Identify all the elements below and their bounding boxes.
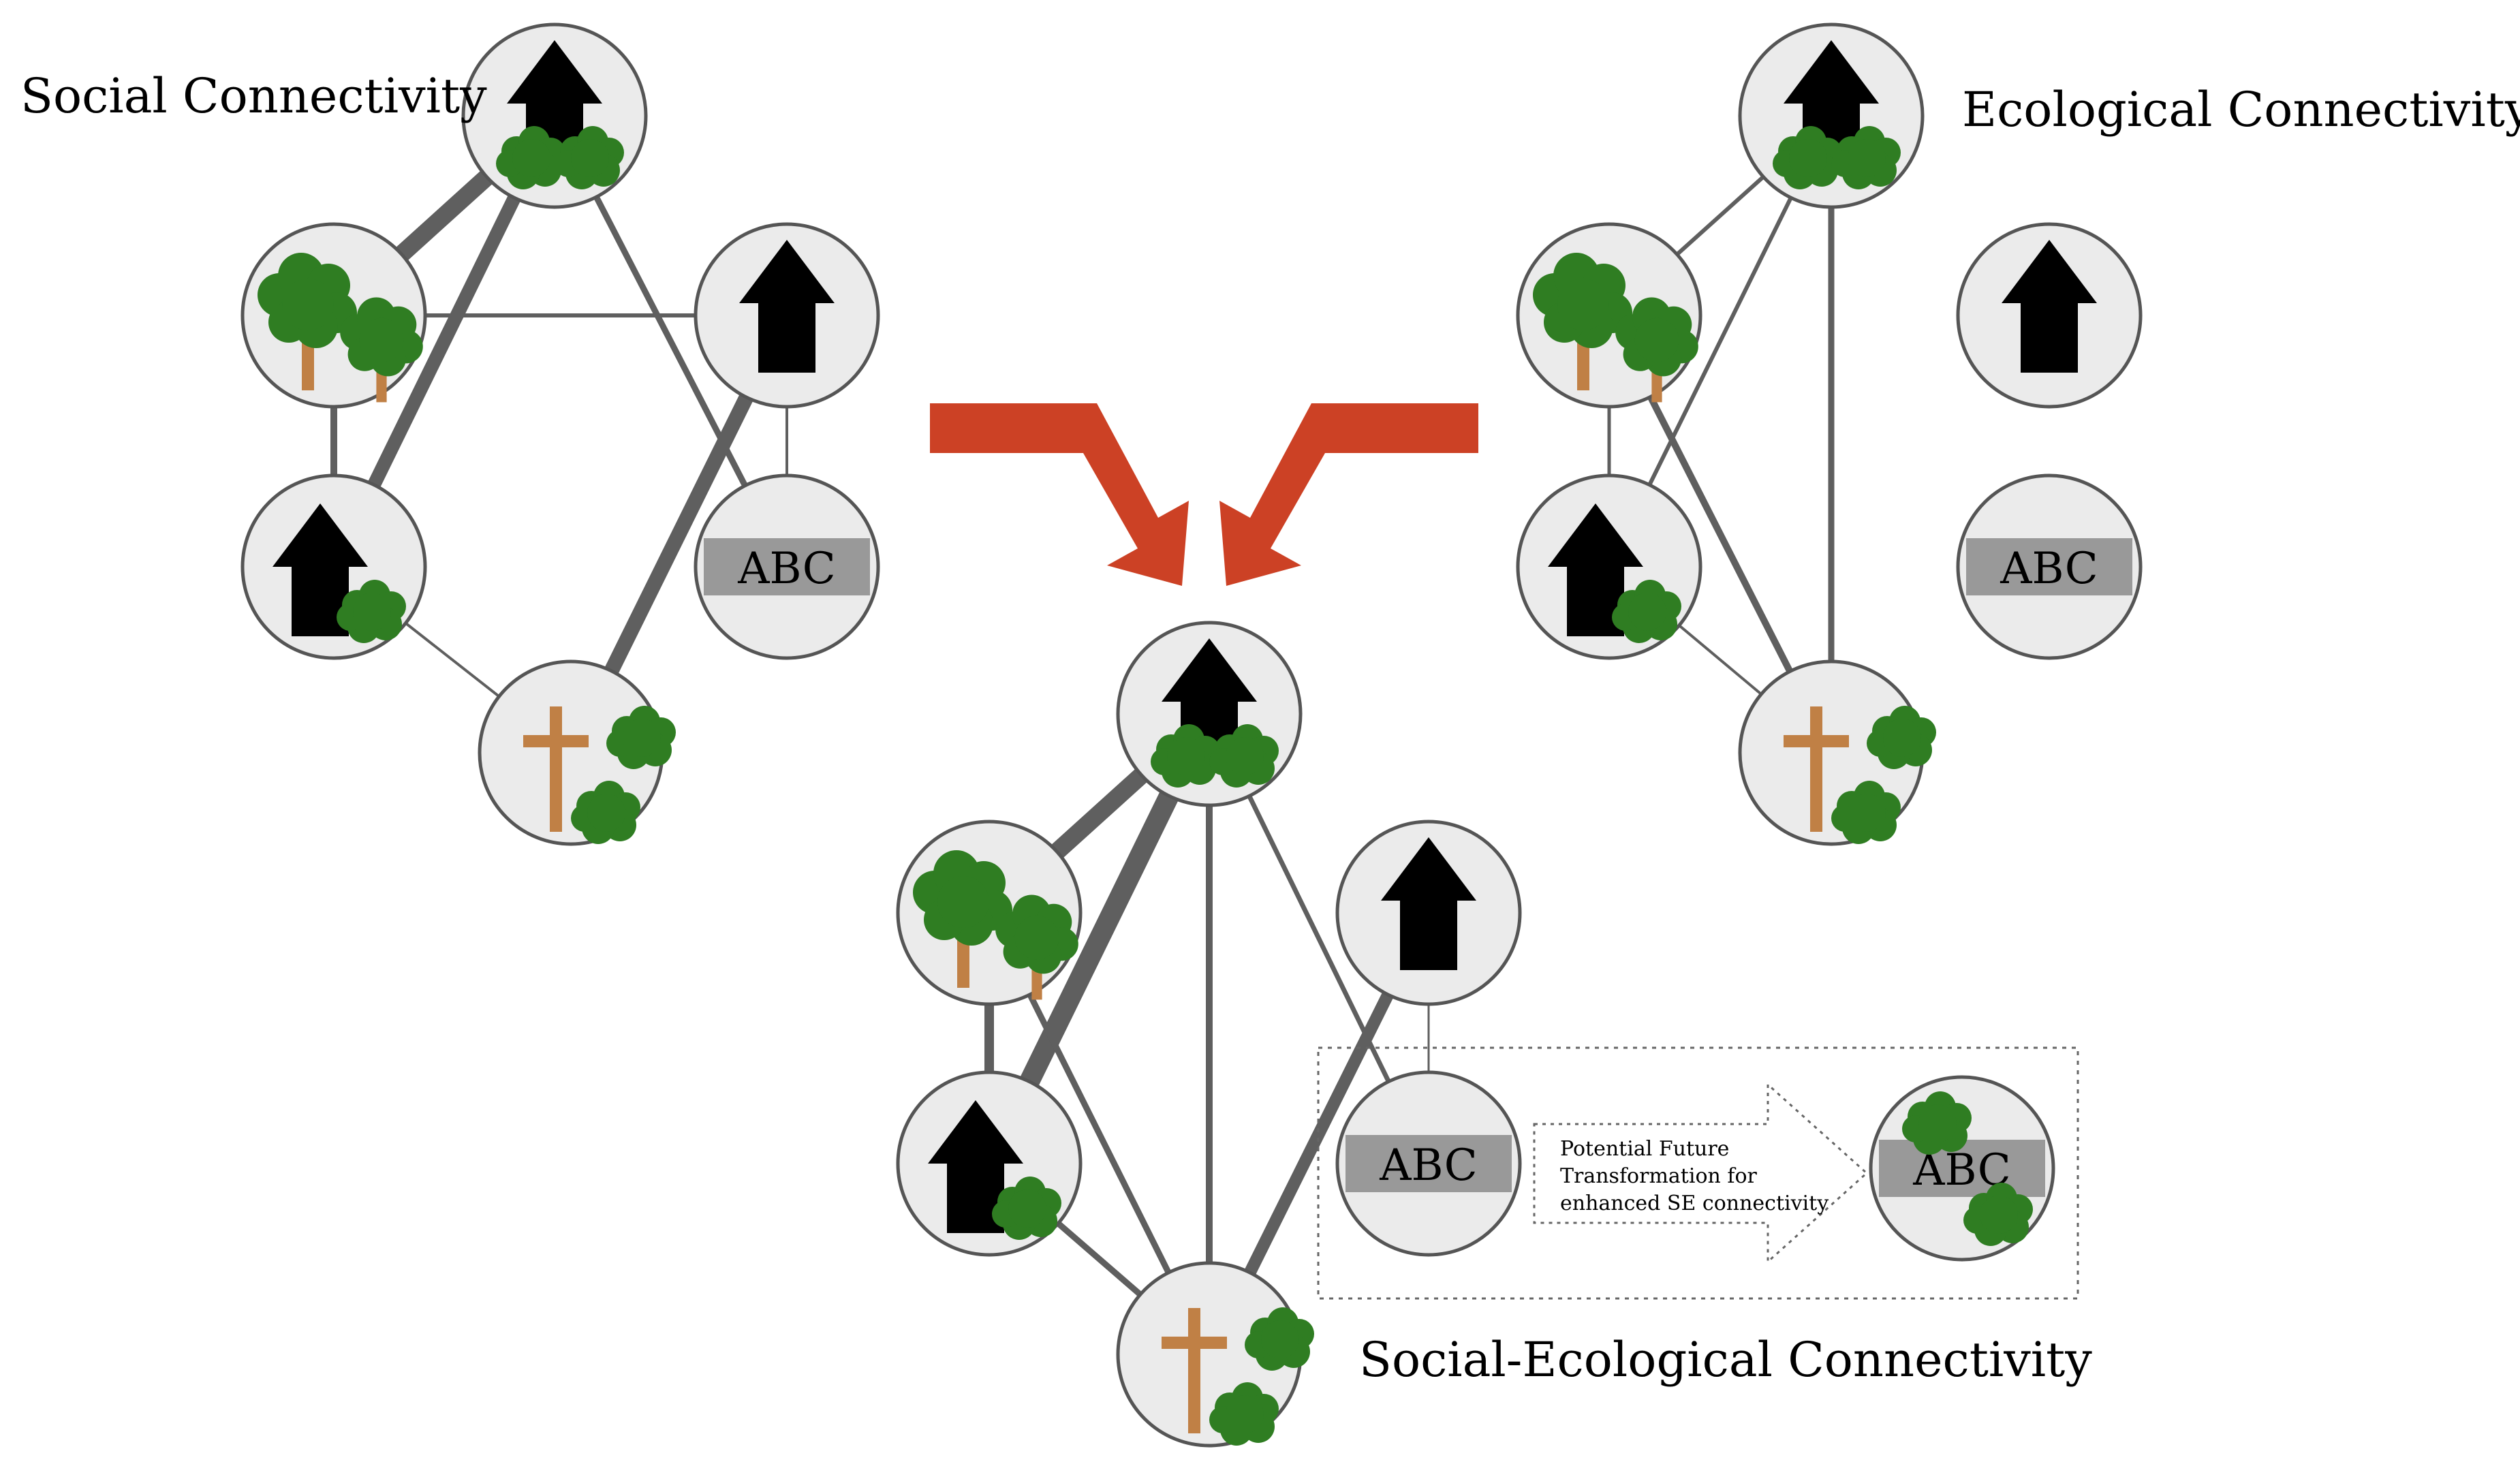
node-abc: ABC	[1956, 473, 2143, 660]
node-abc: ABC	[1335, 1070, 1522, 1257]
edges	[328, 109, 794, 756]
node-forest	[240, 222, 427, 409]
node-forest	[1516, 222, 1702, 409]
label-box	[1345, 1135, 1512, 1192]
social-connectivity-network: ABC Social Connectivity	[20, 22, 880, 846]
merge-arrows	[930, 403, 1478, 586]
transformation-note-line1: Potential Future	[1560, 1137, 1729, 1161]
label-box	[1966, 538, 2132, 595]
node-village	[1116, 621, 1303, 807]
node-village	[461, 22, 648, 209]
label-box	[704, 538, 870, 595]
title-ecological: Ecological Connectivity	[1962, 82, 2520, 138]
node-house-garden	[1516, 473, 1702, 660]
node-label: ABC	[737, 544, 835, 594]
node-house-garden	[240, 473, 427, 660]
node-house	[694, 222, 880, 409]
node-abc-transformed: ABC	[1869, 1075, 2055, 1262]
node-forest	[896, 820, 1083, 1006]
node-house-garden	[896, 1070, 1083, 1257]
node-house	[1335, 820, 1522, 1006]
title-social-ecological: Social-Ecological Connectivity	[1359, 1332, 2092, 1388]
node-village	[1738, 22, 1925, 209]
node-label: ABC	[2000, 544, 2098, 594]
edges	[980, 707, 1435, 1358]
node-abc: ABC	[694, 473, 880, 660]
transformation-note-line3: enhanced SE connectivity	[1560, 1192, 1829, 1215]
node-house	[1956, 222, 2143, 409]
title-social: Social Connectivity	[20, 68, 487, 124]
transformation-note-line2: Transformation for	[1560, 1164, 1758, 1188]
node-church	[478, 659, 676, 846]
node-label: ABC	[1379, 1140, 1477, 1191]
arrow-from-social	[930, 403, 1189, 586]
edges	[1606, 114, 1835, 755]
label-box	[1879, 1140, 2045, 1197]
arrow-from-ecological	[1219, 403, 1478, 586]
transformation-arrow	[1533, 1082, 1869, 1264]
ecological-connectivity-network: ABC Ecological Connectivity	[1516, 22, 2520, 846]
node-church	[1738, 659, 1936, 846]
node-church	[1116, 1261, 1314, 1448]
